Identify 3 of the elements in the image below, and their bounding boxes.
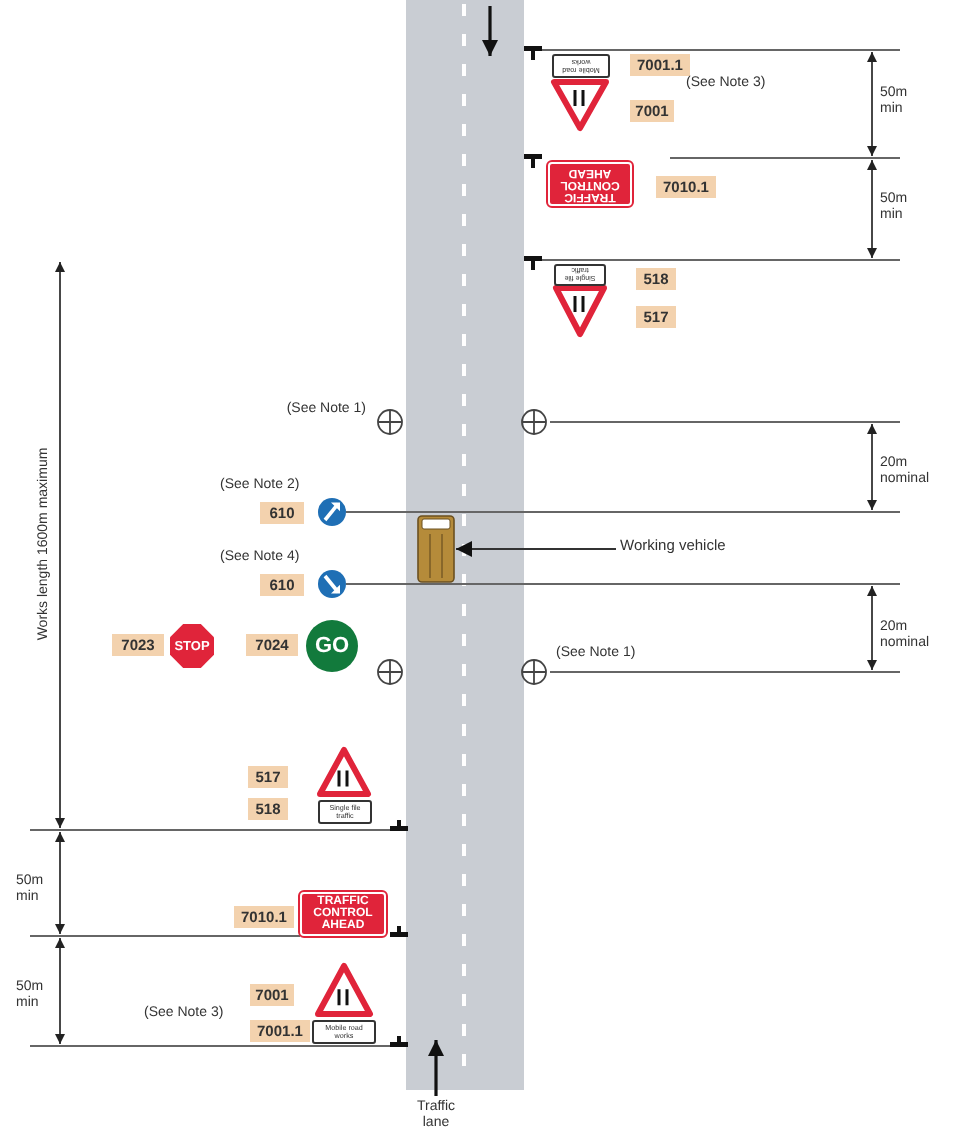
go-sign: GO	[306, 620, 358, 672]
vehicle-drawing	[416, 514, 456, 584]
leader-line	[455, 541, 617, 557]
